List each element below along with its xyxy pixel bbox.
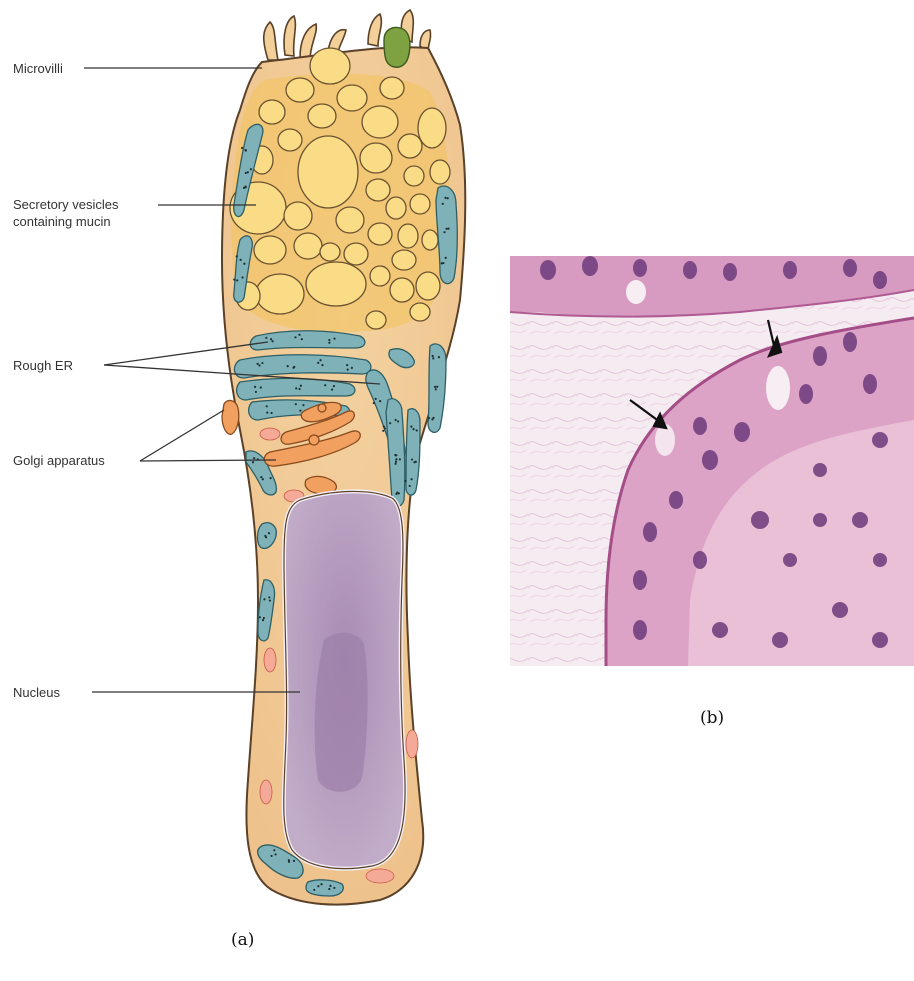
caption-a: (a): [231, 930, 254, 950]
label-rough-er: Rough ER: [13, 357, 73, 374]
label-microvilli: Microvilli: [13, 60, 63, 77]
label-golgi-apparatus: Golgi apparatus: [13, 452, 105, 469]
caption-b: (b): [700, 708, 724, 728]
micrograph-image: [510, 256, 914, 666]
label-secretory-vesicles-line2: containing mucin: [13, 213, 111, 230]
label-secretory-vesicles-line1: Secretory vesicles: [13, 196, 118, 213]
label-nucleus: Nucleus: [13, 684, 60, 701]
